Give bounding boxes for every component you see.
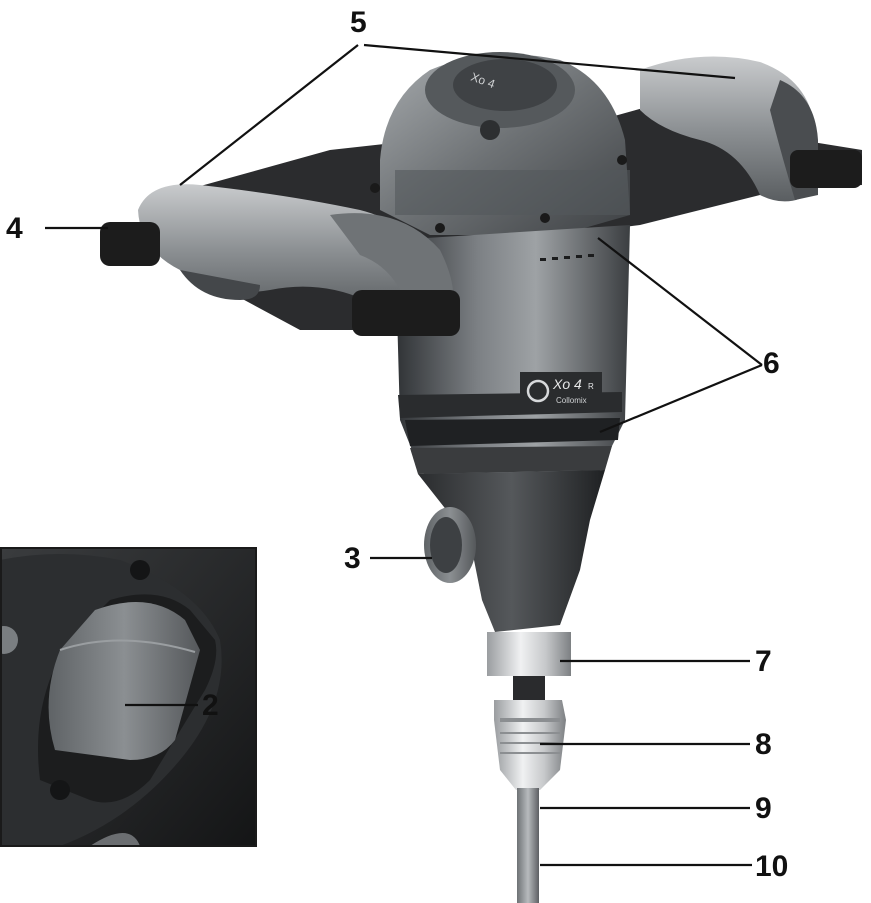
callout-8: 8 bbox=[755, 728, 772, 761]
callout-7: 7 bbox=[755, 645, 772, 678]
ventilation-slots bbox=[540, 254, 594, 261]
model-badge: Xo 4 R Collomix bbox=[520, 372, 602, 410]
leader-lines bbox=[45, 43, 763, 867]
brand-logo-icon bbox=[526, 379, 550, 403]
inset-switch-detail bbox=[0, 547, 257, 847]
right-handle bbox=[640, 56, 862, 202]
badge-model: Xo 4 bbox=[552, 376, 582, 392]
callout-10: 10 bbox=[755, 850, 788, 883]
mixing-paddle-shaft bbox=[517, 788, 539, 903]
callout-numbers: 5 4 6 3 2 7 8 9 10 bbox=[6, 6, 788, 883]
left-handle-foam-end-front bbox=[352, 290, 460, 336]
housing-screw bbox=[617, 155, 627, 165]
lock-button-icon bbox=[0, 626, 18, 654]
inset-border bbox=[0, 547, 257, 847]
spindle bbox=[513, 676, 545, 700]
top-cap bbox=[453, 59, 557, 111]
leader-6-lower bbox=[599, 363, 763, 434]
right-handle-foam-end bbox=[790, 150, 862, 188]
housing-screw bbox=[540, 213, 550, 223]
mixer-illustration: Xo 4 bbox=[100, 52, 862, 903]
left-handle-foam-end bbox=[100, 222, 160, 266]
trigger-switch bbox=[48, 602, 200, 760]
callout-3: 3 bbox=[344, 542, 361, 575]
callout-6: 6 bbox=[763, 347, 780, 380]
left-handle bbox=[100, 184, 460, 336]
leader-5-right bbox=[363, 43, 736, 80]
chuck bbox=[494, 700, 566, 790]
gear-housing: Xo 4 bbox=[370, 52, 630, 235]
leader-5-left bbox=[179, 44, 359, 186]
callout-5: 5 bbox=[350, 6, 367, 39]
callout-2: 2 bbox=[202, 689, 219, 722]
chrome-collar bbox=[487, 632, 571, 676]
badge-brand: Collomix bbox=[556, 396, 587, 405]
leader-6-upper bbox=[597, 237, 763, 366]
callout-4: 4 bbox=[6, 212, 23, 245]
badge-model-suffix: R bbox=[588, 382, 594, 391]
housing-screw bbox=[435, 223, 445, 233]
housing-screw bbox=[370, 183, 380, 193]
callout-9: 9 bbox=[755, 792, 772, 825]
grip-body bbox=[418, 470, 605, 632]
